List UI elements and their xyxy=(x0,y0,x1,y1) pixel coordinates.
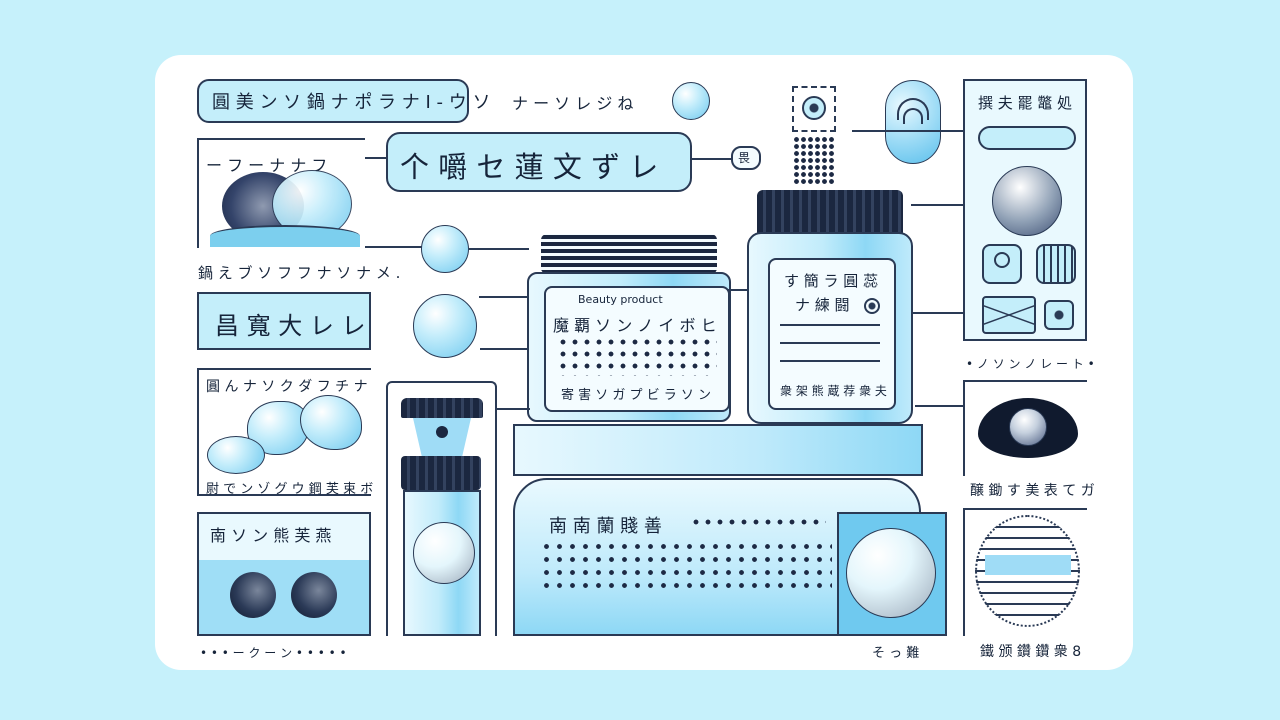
platform-top xyxy=(513,424,923,476)
blob-2 xyxy=(300,395,362,450)
small-tag xyxy=(731,146,761,170)
sphere-mid xyxy=(421,225,469,273)
tube-sphere xyxy=(413,522,475,584)
box-dots-top xyxy=(690,516,826,528)
top-left-pill-text: 圓 美 ン ソ 鍋 ナ ポ ラ ナ I - ウ ソ xyxy=(212,92,491,113)
connector xyxy=(365,246,423,248)
box-sphere xyxy=(846,528,936,618)
dotted-frame xyxy=(792,86,836,132)
bottle-label xyxy=(768,258,896,410)
tube-frame xyxy=(386,381,497,636)
bottle-label-footer: 衆 架 熊 蔵 荐 衆 夫 xyxy=(780,384,887,398)
panel-3-heading: 圓 ん ナ ソ ク ダ フ チ ナ xyxy=(206,379,368,395)
target-icon xyxy=(802,96,826,120)
eye-panel xyxy=(963,380,1087,476)
bottle-label-line1: す 簡 ラ 圓 蕊 xyxy=(784,272,879,290)
arc-1 xyxy=(897,98,929,120)
arc-2 xyxy=(903,108,923,124)
panel-3-caption: 尉 で ン ゾ グ ウ 鋼 芙 束 ボ xyxy=(206,482,374,497)
blob-3 xyxy=(207,436,265,474)
eye-band xyxy=(199,560,369,634)
bottle-lid xyxy=(757,190,903,234)
target-icon xyxy=(864,298,880,314)
connector xyxy=(496,408,530,410)
envelope-icon xyxy=(982,296,1036,334)
bottle-label-line2: ナ 練 闘 xyxy=(795,296,850,314)
connector xyxy=(365,157,387,159)
connector xyxy=(911,204,963,206)
wave-base xyxy=(210,225,360,247)
tube-ring xyxy=(401,456,481,490)
eye-iris xyxy=(1009,408,1047,446)
jar-lid xyxy=(541,234,717,274)
right-sphere xyxy=(992,166,1062,236)
top-sphere xyxy=(672,82,710,120)
panel-3 xyxy=(197,368,371,496)
wave-panel xyxy=(963,508,1087,636)
connector xyxy=(469,248,529,250)
box-label-title: 南 南 蘭 賤 善 xyxy=(549,516,662,537)
bottom-center-caption: そ っ 難 xyxy=(872,646,920,661)
connector xyxy=(915,405,963,407)
connector xyxy=(727,289,749,291)
right-eye-caption: 醸 鋤 す 美 表 て ガ xyxy=(970,483,1095,499)
tube-cap xyxy=(401,398,483,418)
connector xyxy=(480,348,528,350)
jar-label-title: 魔 覇 ソ ン ノ イ ボ ヒ xyxy=(553,316,717,335)
bottom-right-caption: 鐵 颁 鑽 鑽 衆 8 xyxy=(980,644,1082,660)
connector xyxy=(852,130,964,132)
connector xyxy=(911,312,963,314)
top-left-pill xyxy=(197,79,469,123)
main-title: 个 嚼 セ 蓮 文 ず レ xyxy=(400,150,659,184)
building-icon xyxy=(1036,244,1076,284)
face-icon-head xyxy=(994,252,1010,268)
text-line xyxy=(780,342,880,344)
panel-1 xyxy=(197,138,365,248)
text-line xyxy=(780,324,880,326)
dot-icon xyxy=(1044,300,1074,330)
small-tag-text: 畏 xyxy=(738,151,751,165)
right-panel-heading: 撰 夫 罷 鼈 処 xyxy=(978,94,1073,112)
tube-dot xyxy=(436,426,448,438)
panel-4-heading: 南 ソ ン 熊 芙 燕 xyxy=(210,526,332,545)
panel-1-caption: 鍋 え ブ ソ フ フ ナ ソ ナ メ . xyxy=(198,264,401,282)
connector xyxy=(692,158,732,160)
main-title-pill xyxy=(386,132,692,192)
jar-label-small: Beauty product xyxy=(578,293,663,306)
face-icon xyxy=(982,244,1022,284)
box-dots xyxy=(540,540,832,590)
panel-2-label: 昌 寬 大 レ レ xyxy=(215,312,366,340)
panel-2-button xyxy=(197,292,371,350)
sphere-large xyxy=(413,294,477,358)
right-mid-caption: • ノ ソ ン ノ レ ー ト • xyxy=(966,357,1095,371)
wave-bar xyxy=(978,126,1076,150)
dot-column xyxy=(793,136,835,184)
eye-ball-right xyxy=(291,572,337,618)
text-line xyxy=(780,360,880,362)
bottom-left-caption: • • • ー ク ー ン • • • • • xyxy=(200,646,347,660)
wave-highlight xyxy=(985,555,1071,575)
top-caption: ナ ー ソ レ ジ ね xyxy=(512,94,634,113)
connector xyxy=(479,296,531,298)
jar-label-footer: 寄 害 ソ ガ プ ビ ラ ソ ン xyxy=(561,388,712,403)
jar-dots xyxy=(557,336,717,376)
eye-ball-left xyxy=(230,572,276,618)
